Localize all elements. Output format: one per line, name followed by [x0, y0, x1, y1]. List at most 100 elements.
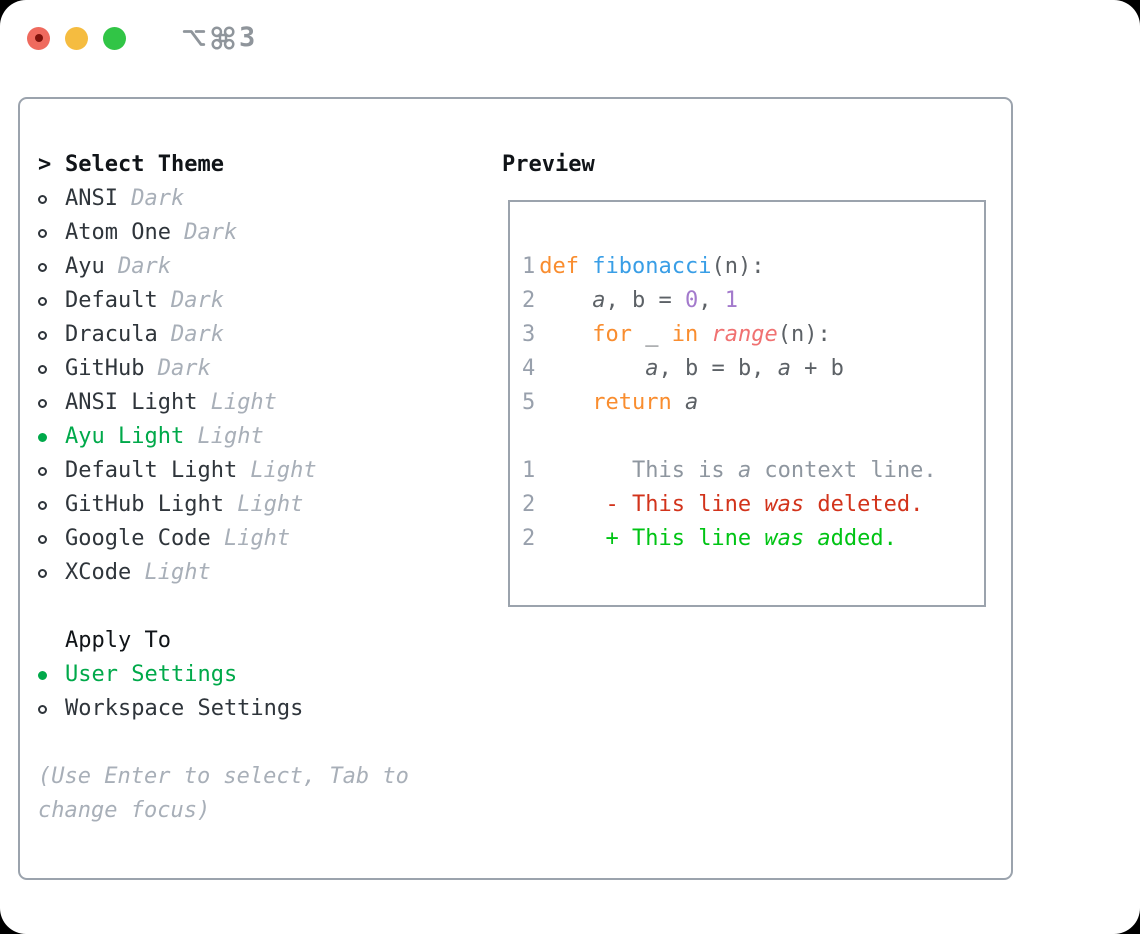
spacer — [38, 726, 409, 760]
radio-marker — [38, 386, 65, 420]
radio-unselected-icon — [38, 535, 47, 544]
theme-option-label: XCode — [65, 560, 132, 585]
theme-option[interactable]: Google Code Light — [38, 522, 409, 556]
line-number: 3 — [522, 322, 536, 347]
code-segment: _ — [631, 322, 672, 347]
selection-cursor-icon: > — [38, 152, 52, 177]
apply-to-option[interactable]: User Settings — [38, 658, 409, 692]
radio-selected-icon — [38, 671, 47, 680]
radio-marker — [38, 352, 65, 386]
spacer — [38, 590, 409, 624]
radio-marker — [38, 658, 65, 692]
window-title-digit: 3 — [239, 21, 256, 53]
code-segment: was — [764, 526, 805, 551]
code-segment: a — [817, 526, 831, 551]
theme-option-label: Dracula — [65, 322, 158, 347]
theme-option[interactable]: Dracula Dark — [38, 318, 409, 352]
theme-option[interactable]: ANSI Dark — [38, 182, 409, 216]
theme-list-header: Select Theme — [65, 152, 224, 177]
code-segment — [804, 526, 817, 551]
theme-option-variant: Dark — [170, 220, 238, 245]
theme-option[interactable]: Default Light Light — [38, 454, 409, 488]
command-key-icon — [211, 26, 235, 50]
theme-option[interactable]: Default Dark — [38, 284, 409, 318]
radio-unselected-icon — [38, 365, 47, 374]
radio-marker — [38, 318, 65, 352]
code-segment — [539, 322, 592, 347]
theme-option-label: Default — [65, 288, 158, 313]
code-line: 2 - This line was deleted. — [522, 488, 984, 522]
window-titlebar: 3 — [0, 0, 1140, 76]
line-number: 2 — [522, 288, 536, 313]
code-segment: This is — [539, 458, 738, 483]
help-text-line: (Use Enter to select, Tab to — [38, 764, 409, 789]
theme-option[interactable]: GitHub Light Light — [38, 488, 409, 522]
radio-unselected-icon — [38, 467, 47, 476]
radio-unselected-icon — [38, 501, 47, 510]
code-segment — [539, 390, 592, 415]
code-segment: a — [737, 458, 752, 483]
theme-option[interactable]: XCode Light — [38, 556, 409, 590]
theme-option-variant: Light — [131, 560, 211, 585]
radio-marker — [38, 182, 65, 216]
radio-unselected-icon — [38, 229, 47, 238]
theme-option[interactable]: GitHub Dark — [38, 352, 409, 386]
radio-marker — [38, 454, 65, 488]
radio-marker — [38, 522, 65, 556]
close-button[interactable] — [27, 26, 50, 50]
apply-to-option-label: Workspace Settings — [65, 696, 304, 721]
line-number: 5 — [522, 390, 536, 415]
code-segment: (n): — [777, 322, 831, 347]
help-text-line: change focus) — [38, 798, 211, 823]
code-segment: a — [645, 356, 659, 381]
radio-marker — [38, 420, 65, 454]
radio-marker — [38, 556, 65, 590]
theme-option[interactable]: ANSI Light Light — [38, 386, 409, 420]
code-segment — [672, 390, 685, 415]
apply-to-option-label: User Settings — [65, 662, 238, 687]
theme-option-label: Ayu Light — [65, 424, 185, 449]
theme-option-label: GitHub — [65, 356, 145, 381]
apply-to-header-row: Apply To — [38, 624, 409, 658]
theme-option-variant: Dark — [157, 322, 224, 347]
theme-option-variant: Light — [237, 458, 317, 483]
theme-option[interactable]: Atom One Dark — [38, 216, 409, 250]
code-segment: - This line — [539, 492, 765, 517]
blank-line — [522, 420, 984, 454]
code-segment — [698, 322, 711, 347]
code-segment: was — [764, 492, 805, 517]
radio-unselected-icon — [38, 195, 47, 204]
code-segment: deleted. — [804, 492, 924, 517]
record-dot-icon — [34, 34, 43, 42]
line-number: 4 — [522, 356, 536, 381]
theme-option[interactable]: Ayu Light Light — [38, 420, 409, 454]
theme-option-label: Ayu — [65, 254, 105, 279]
apply-to-option[interactable]: Workspace Settings — [38, 692, 409, 726]
zoom-button[interactable] — [103, 26, 126, 50]
radio-unselected-icon — [38, 331, 47, 340]
code-line: 1 This is a context line. — [522, 454, 984, 488]
code-segment: return — [592, 390, 672, 415]
theme-list-header-row: > Select Theme — [38, 148, 409, 182]
code-segment: a — [777, 356, 791, 381]
radio-selected-icon — [38, 433, 47, 442]
line-number: 1 — [522, 458, 536, 483]
theme-option-variant: Light — [223, 492, 304, 517]
theme-option-label: Google Code — [65, 526, 211, 551]
code-segment: context line. — [751, 458, 937, 483]
code-segment: (n): — [711, 254, 765, 279]
code-segment: 0 — [684, 288, 699, 313]
theme-option-label: GitHub Light — [65, 492, 224, 517]
theme-option-variant: Dark — [104, 254, 171, 279]
minimize-button[interactable] — [65, 26, 88, 50]
theme-option[interactable]: Ayu Dark — [38, 250, 409, 284]
code-segment: , — [698, 288, 725, 313]
theme-option-label: ANSI Light — [65, 390, 198, 415]
line-number: 2 — [522, 526, 536, 551]
window-title: 3 — [181, 21, 256, 53]
theme-option-variant: Light — [184, 424, 264, 449]
